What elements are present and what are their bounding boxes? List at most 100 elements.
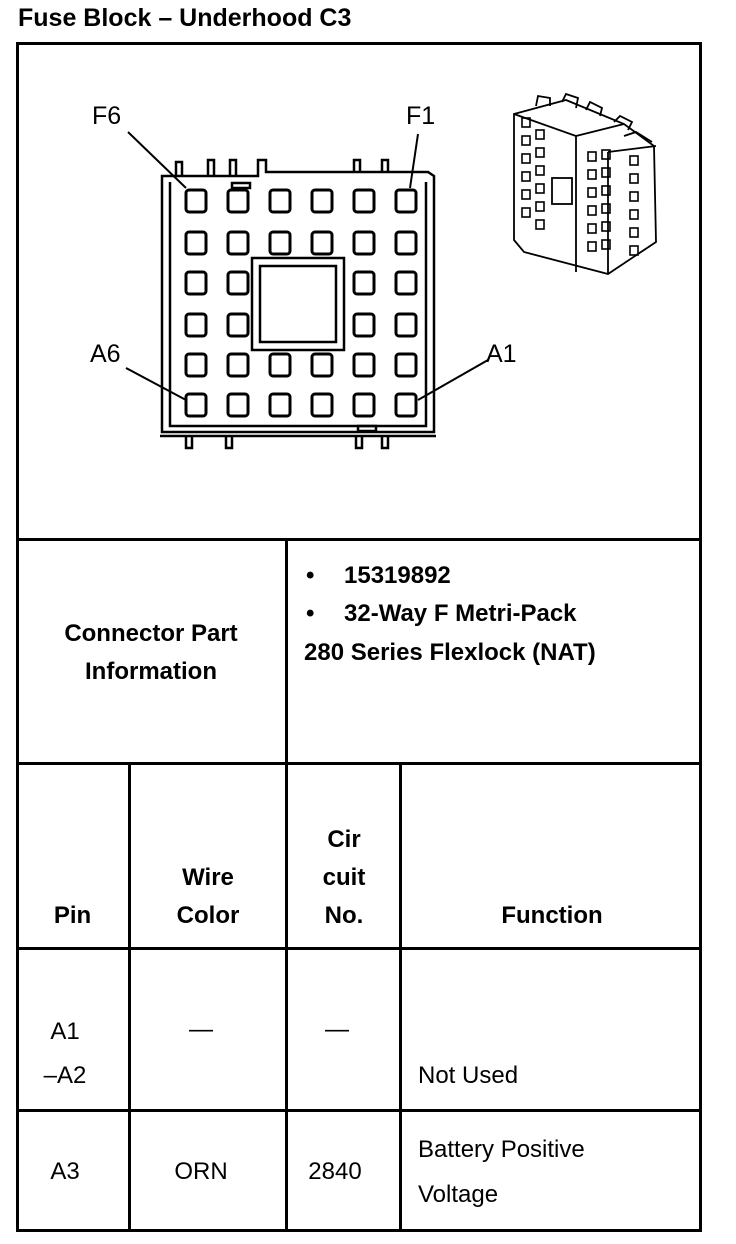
terminal-cavity xyxy=(535,219,545,230)
connector-info-label-line2: Information xyxy=(85,658,217,685)
terminal-cavity xyxy=(601,167,611,178)
terminal-cavity xyxy=(394,392,418,418)
part-number: 15319892 xyxy=(344,562,451,589)
row2-function-line2: Voltage xyxy=(418,1181,499,1208)
terminal-cavity xyxy=(310,352,334,378)
terminal-cavity xyxy=(184,188,208,214)
terminal-cavity xyxy=(629,209,639,220)
header-circuit-line2: cuit xyxy=(322,864,366,891)
terminal-cavity xyxy=(587,205,597,216)
row2-function-line1: Battery Positive xyxy=(418,1136,585,1163)
header-pin: Pin xyxy=(53,902,92,929)
terminal-cavity xyxy=(629,173,639,184)
terminal-cavity xyxy=(184,392,208,418)
divider xyxy=(128,762,131,1232)
terminal-cavity xyxy=(587,151,597,162)
terminal-cavity xyxy=(601,149,611,160)
terminal-cavity xyxy=(310,230,334,256)
terminal-cavity xyxy=(268,392,292,418)
callout-a6: A6 xyxy=(90,340,121,368)
terminal-cavity xyxy=(394,230,418,256)
row1-pin-line2: –A2 xyxy=(43,1062,87,1089)
divider xyxy=(285,538,288,1232)
terminal-cavity xyxy=(268,352,292,378)
terminal-cavity xyxy=(629,155,639,166)
terminal-cavity xyxy=(310,392,334,418)
terminal-cavity xyxy=(184,270,208,296)
terminal-cavity xyxy=(535,183,545,194)
row1-pin-line1: A1 xyxy=(50,1018,80,1045)
row1-wire: — xyxy=(189,1016,213,1043)
terminal-cavity xyxy=(601,185,611,196)
terminal-cavity xyxy=(184,230,208,256)
header-function: Function xyxy=(501,902,603,929)
callout-f6: F6 xyxy=(92,102,122,130)
row2-wire: ORN xyxy=(174,1158,228,1185)
terminal-cavity xyxy=(352,312,376,338)
page-title: Fuse Block – Underhood C3 xyxy=(18,4,352,32)
row1-function: Not Used xyxy=(418,1062,519,1089)
connector-table-frame xyxy=(16,42,702,1232)
terminal-cavity xyxy=(352,188,376,214)
terminal-cavity xyxy=(521,135,531,146)
terminal-cavity xyxy=(226,352,250,378)
terminal-cavity xyxy=(629,245,639,256)
header-circuit-line1: Cir xyxy=(327,826,361,853)
terminal-cavity xyxy=(521,117,531,128)
bullet-icon: • xyxy=(306,562,315,589)
terminal-cavity xyxy=(226,230,250,256)
callout-f1: F1 xyxy=(406,102,436,130)
terminal-cavity xyxy=(352,230,376,256)
terminal-cavity xyxy=(535,147,545,158)
terminal-cavity xyxy=(226,312,250,338)
divider xyxy=(16,762,702,765)
terminal-cavity xyxy=(394,270,418,296)
row2-pin: A3 xyxy=(50,1158,80,1185)
header-wire-line2: Color xyxy=(176,902,240,929)
terminal-cavity xyxy=(184,312,208,338)
connector-info-label-line1: Connector Part xyxy=(64,620,238,647)
divider xyxy=(399,762,402,1232)
bullet-icon: • xyxy=(306,600,315,627)
terminal-cavity xyxy=(394,352,418,378)
terminal-cavity xyxy=(535,165,545,176)
header-circuit-line3: No. xyxy=(324,902,364,929)
terminal-cavity xyxy=(226,188,250,214)
terminal-cavity xyxy=(587,223,597,234)
terminal-cavity xyxy=(268,188,292,214)
terminal-cavity xyxy=(535,201,545,212)
terminal-cavity xyxy=(521,189,531,200)
connector-face-diagram xyxy=(125,131,489,450)
header-wire-line1: Wire xyxy=(182,864,234,891)
terminal-cavity xyxy=(587,241,597,252)
terminal-cavity xyxy=(521,207,531,218)
connector-type: 32-Way F Metri-Pack xyxy=(344,600,577,627)
terminal-cavity xyxy=(394,312,418,338)
terminal-cavity xyxy=(226,392,250,418)
terminal-cavity xyxy=(521,153,531,164)
terminal-cavity xyxy=(184,352,208,378)
terminal-cavity xyxy=(394,188,418,214)
callout-a1: A1 xyxy=(486,340,517,368)
divider xyxy=(16,538,702,541)
connector-3d-illustration xyxy=(513,92,657,275)
terminal-cavity xyxy=(268,230,292,256)
terminal-cavity xyxy=(521,171,531,182)
terminal-cavity xyxy=(601,203,611,214)
terminal-cavity xyxy=(587,187,597,198)
terminal-cavity xyxy=(587,169,597,180)
row1-circuit: — xyxy=(325,1016,349,1043)
divider xyxy=(16,947,702,950)
terminal-cavity xyxy=(601,221,611,232)
terminal-cavity xyxy=(629,191,639,202)
terminal-cavity xyxy=(601,239,611,250)
terminal-cavity xyxy=(352,352,376,378)
terminal-cavity xyxy=(310,188,334,214)
terminal-cavity xyxy=(629,227,639,238)
row2-circuit: 2840 xyxy=(308,1158,362,1185)
connector-series: 280 Series Flexlock (NAT) xyxy=(304,639,596,666)
terminal-cavity xyxy=(352,270,376,296)
terminal-cavity xyxy=(226,270,250,296)
terminal-cavity xyxy=(535,129,545,140)
divider xyxy=(16,1109,702,1112)
